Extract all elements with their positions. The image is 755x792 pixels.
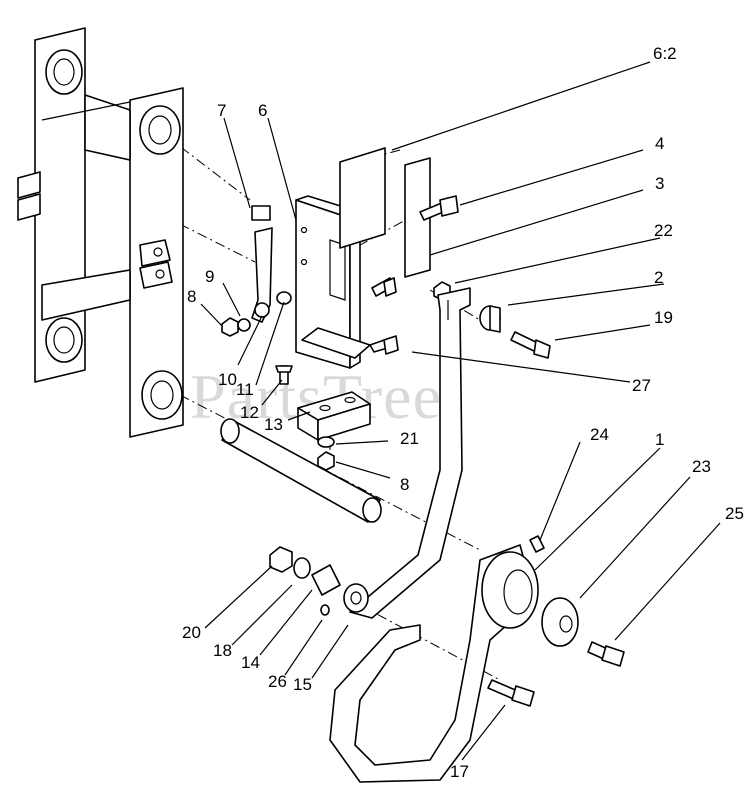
callout-10: 10 xyxy=(218,370,237,389)
left-hardware xyxy=(221,291,335,471)
callout-6-2: 6:2 xyxy=(653,44,677,63)
pedal-arm xyxy=(343,287,471,619)
bottom-bracket xyxy=(297,391,371,441)
plates xyxy=(339,147,431,278)
callout-2: 2 xyxy=(654,268,663,287)
pad-7 xyxy=(251,205,271,221)
callout-6: 6 xyxy=(258,101,267,120)
callout-26: 26 xyxy=(268,672,287,691)
callout-1: 1 xyxy=(655,430,664,449)
callout-8-lower: 8 xyxy=(400,475,409,494)
pivot-rod xyxy=(220,418,382,523)
bushing-bolt xyxy=(479,305,551,359)
callout-7: 7 xyxy=(217,101,226,120)
callout-4: 4 xyxy=(655,134,664,153)
pedal-bracket xyxy=(295,195,371,369)
callout-11: 11 xyxy=(236,380,254,399)
callout-labels: 6:2 7 6 4 3 22 2 19 27 9 8 10 11 12 13 2… xyxy=(182,44,744,781)
callout-24: 24 xyxy=(590,425,609,444)
callout-20: 20 xyxy=(182,623,201,642)
callout-15: 15 xyxy=(293,675,312,694)
callout-14: 14 xyxy=(241,653,260,672)
callout-17: 17 xyxy=(450,762,469,781)
callout-9: 9 xyxy=(205,267,214,286)
pivot-hardware xyxy=(269,546,341,616)
leader-lines xyxy=(200,61,721,761)
callout-8-upper: 8 xyxy=(187,287,196,306)
mounting-frame xyxy=(17,27,184,438)
callout-23: 23 xyxy=(692,457,711,476)
callout-21: 21 xyxy=(400,429,419,448)
callout-12: 12 xyxy=(240,403,259,422)
watermark-trademark: ™ xyxy=(548,368,557,378)
link-arm xyxy=(251,205,273,323)
pedal xyxy=(329,535,545,783)
callout-19: 19 xyxy=(654,308,673,327)
callout-3: 3 xyxy=(655,174,664,193)
callout-25: 25 xyxy=(725,504,744,523)
callout-27: 27 xyxy=(632,376,651,395)
callout-22: 22 xyxy=(654,221,673,240)
bolt-17 xyxy=(487,679,535,707)
washer-bolt xyxy=(541,597,625,667)
callout-13: 13 xyxy=(264,415,283,434)
bracket-bolts xyxy=(369,277,399,355)
callout-18: 18 xyxy=(213,641,232,660)
